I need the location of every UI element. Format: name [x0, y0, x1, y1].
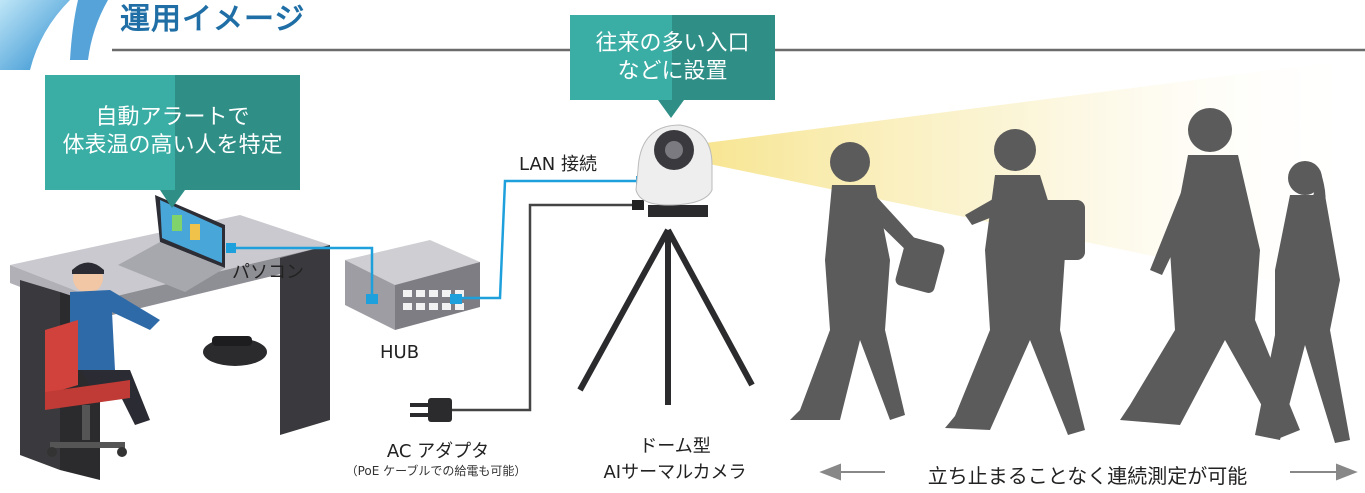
walker-silhouettes [790, 108, 1350, 443]
camera-label: ドーム型 AIサーマルカメラ [560, 432, 790, 484]
alert-callout-line1: 自動アラートで [95, 105, 250, 130]
walker-3 [1120, 108, 1300, 438]
bottom-arrows [819, 463, 1358, 481]
page-title: 運用イメージ [120, 2, 306, 37]
office-worker [70, 262, 160, 425]
lan-label: LAN 接続 [519, 154, 597, 175]
alert-callout-line2: 体表温の高い人を特定 [62, 133, 283, 158]
walker-2 [945, 129, 1085, 435]
camera-label-line1: ドーム型 [639, 436, 711, 457]
office-chair [45, 320, 130, 457]
alert-callout-box [45, 75, 300, 208]
cables [230, 179, 648, 412]
tripod [577, 228, 755, 405]
install-callout-box [570, 15, 775, 118]
dome-camera [635, 124, 713, 206]
tripod-head [648, 205, 708, 217]
ac-adapter-label: AC アダプタ [386, 441, 490, 462]
telephone [203, 336, 267, 366]
install-callout-text: 往来の多い入口 などに設置 [570, 30, 775, 86]
cable-lan [456, 179, 648, 300]
ac-adapter-note: （PoE ケーブルでの給電も可能） [345, 464, 527, 478]
laptop [118, 195, 225, 292]
logo-mark [0, 0, 108, 70]
network-hub [345, 240, 480, 330]
pc-label: パソコン [232, 262, 304, 283]
hub-label: HUB [380, 342, 420, 363]
camera-label-line2: AIサーマルカメラ [603, 462, 747, 483]
ac-adapter-plug [410, 398, 452, 422]
install-callout-line1: 往来の多い入口 [595, 31, 750, 56]
cable-pc-hub [230, 246, 374, 298]
walker-4 [1255, 161, 1350, 443]
walker-1 [790, 142, 945, 420]
walkers-caption: 立ち止まることなく連続測定が可能 [927, 464, 1248, 488]
cable-power [450, 203, 640, 412]
install-callout-line2: などに設置 [617, 59, 728, 84]
alert-callout-text: 自動アラートで 体表温の高い人を特定 [45, 104, 300, 160]
